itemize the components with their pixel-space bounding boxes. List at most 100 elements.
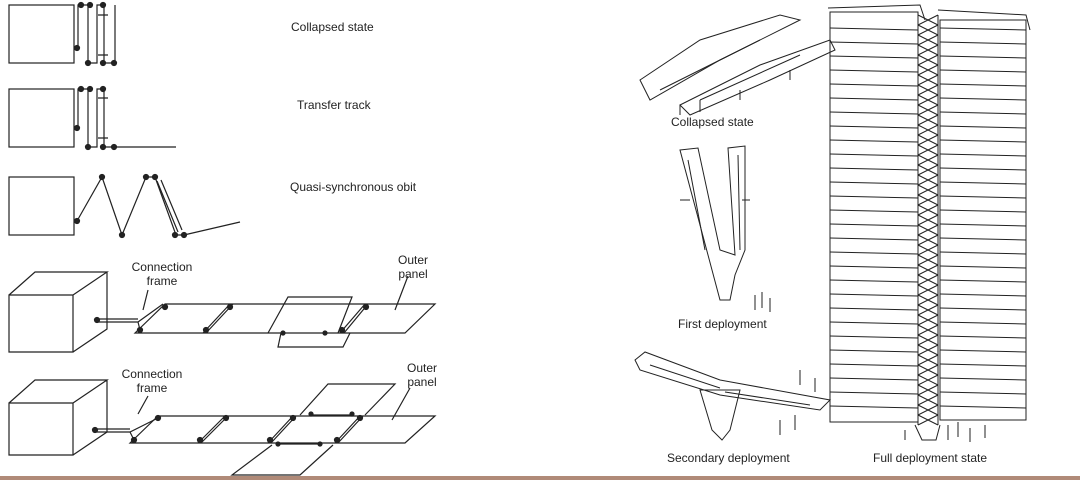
truss-segment xyxy=(917,344,939,356)
truss-segment xyxy=(917,194,939,206)
panel-slat xyxy=(829,209,919,213)
panel-slat xyxy=(829,195,919,199)
collapsed-state-label: Collapsed state xyxy=(291,20,374,34)
panel-slat xyxy=(829,251,919,255)
truss-segment xyxy=(917,74,939,86)
collapsed-antenna-drawing xyxy=(639,14,836,116)
panel-slat xyxy=(939,209,1027,213)
panel-slat xyxy=(939,321,1027,325)
panel-slat xyxy=(829,125,919,129)
full-deployment-drawing xyxy=(827,4,1031,442)
panel-slat xyxy=(829,27,919,31)
panel-slat xyxy=(829,223,919,227)
first-deployment-label: First deployment xyxy=(678,317,767,331)
secondary-deployment-drawing xyxy=(634,351,832,441)
panel-slat xyxy=(939,195,1027,199)
truss-segment xyxy=(917,334,939,346)
truss-segment xyxy=(917,284,939,296)
panel-slat xyxy=(939,391,1027,395)
panel-slat xyxy=(939,55,1027,59)
truss-segment xyxy=(917,304,939,316)
panel-slat xyxy=(829,293,919,297)
panel-slat xyxy=(829,83,919,87)
panel-slat xyxy=(829,153,919,157)
truss-segment xyxy=(917,384,939,396)
panel-slat xyxy=(939,41,1027,45)
outer-panel-label-1: Outer panel xyxy=(397,253,428,281)
panel-slat xyxy=(939,335,1027,339)
truss-segment xyxy=(917,214,939,226)
truss-segment xyxy=(917,124,939,136)
full-deployment-label: Full deployment state xyxy=(873,451,988,465)
connection-frame-label-1: Connection frame xyxy=(131,260,193,288)
truss-segment xyxy=(917,64,939,76)
truss-segment xyxy=(917,354,939,366)
outer-panel-label-2: Outer panel xyxy=(406,361,437,389)
panel-slat xyxy=(829,363,919,367)
truss-segment xyxy=(917,264,939,276)
panel-slat xyxy=(939,125,1027,129)
truss-segment xyxy=(917,224,939,236)
truss-segment xyxy=(917,44,939,56)
truss-segment xyxy=(917,154,939,166)
truss-segment xyxy=(917,54,939,66)
truss-segment xyxy=(917,364,939,376)
panel-slat xyxy=(939,279,1027,283)
panel-slat xyxy=(939,27,1027,31)
panel-slat xyxy=(939,265,1027,269)
transfer-stage-drawing xyxy=(8,85,176,151)
panel-slat xyxy=(939,69,1027,73)
quasi-sync-stage-drawing xyxy=(8,173,241,239)
secondary-deployment-label: Secondary deployment xyxy=(667,451,790,465)
panel-slat xyxy=(829,279,919,283)
connection-frame-label-2: Connection frame xyxy=(121,367,183,395)
truss-segment xyxy=(917,14,939,26)
bottom-accent-bar xyxy=(0,476,1080,480)
panel-slat xyxy=(939,307,1027,311)
panel-slat xyxy=(939,363,1027,367)
truss-segment xyxy=(917,114,939,126)
truss-segment xyxy=(917,234,939,246)
panel-slat xyxy=(829,41,919,45)
truss-segment xyxy=(917,164,939,176)
truss-segment xyxy=(917,24,939,36)
truss-segment xyxy=(917,204,939,216)
truss-segment xyxy=(917,324,939,336)
panel-slat xyxy=(829,69,919,73)
panel-slat xyxy=(829,391,919,395)
truss-segment xyxy=(917,414,939,426)
panel-slat xyxy=(939,153,1027,157)
truss-segment xyxy=(917,404,939,416)
panel-slat xyxy=(829,377,919,381)
truss-segment xyxy=(917,394,939,406)
panel-slat xyxy=(829,237,919,241)
panel-slat xyxy=(939,167,1027,171)
truss-segment xyxy=(917,184,939,196)
panel-slat xyxy=(829,97,919,101)
panel-slat xyxy=(829,335,919,339)
panel-slat xyxy=(829,349,919,353)
panel-slat xyxy=(829,139,919,143)
panel-slat xyxy=(939,251,1027,255)
truss-segment xyxy=(917,174,939,186)
collapsed-stage-drawing xyxy=(8,1,118,67)
panel-slat xyxy=(939,223,1027,227)
panel-slat xyxy=(829,181,919,185)
panel-slat xyxy=(939,139,1027,143)
panel-slat xyxy=(829,55,919,59)
deployment-view-1-drawing xyxy=(8,271,437,353)
truss-segment xyxy=(917,84,939,96)
quasi-sync-label: Quasi-synchronous obit xyxy=(290,180,417,194)
truss-segment xyxy=(917,314,939,326)
truss-segment xyxy=(917,294,939,306)
panel-slat xyxy=(829,321,919,325)
deployment-view-2-drawing xyxy=(8,379,437,476)
first-deployment-drawing xyxy=(679,145,771,312)
truss-segment xyxy=(917,244,939,256)
truss-segment xyxy=(917,94,939,106)
panel-slat xyxy=(939,83,1027,87)
transfer-track-label: Transfer track xyxy=(297,98,371,112)
truss-segment xyxy=(917,374,939,386)
panel-slat xyxy=(939,377,1027,381)
